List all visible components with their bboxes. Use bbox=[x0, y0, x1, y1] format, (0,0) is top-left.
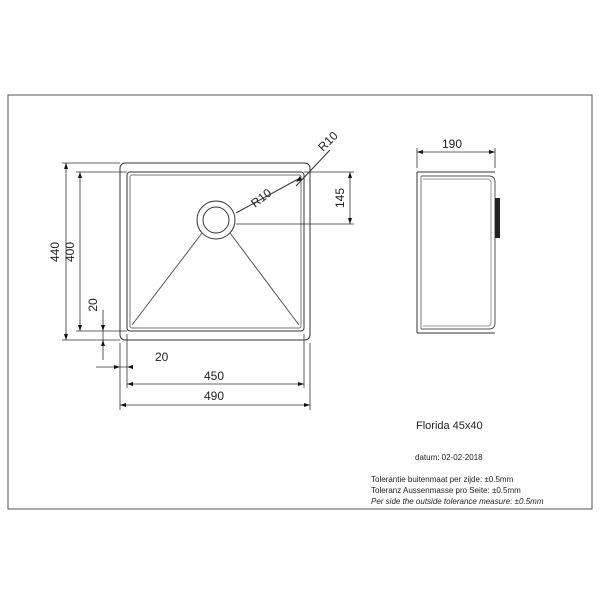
dim-depth: 190 bbox=[442, 137, 462, 151]
dim-inner-height: 400 bbox=[63, 242, 77, 262]
sink-inner-bowl bbox=[126, 171, 305, 332]
side-bowl-outline bbox=[421, 175, 496, 330]
dim-radius-outer: R10 bbox=[315, 128, 341, 154]
dim-outer-width: 490 bbox=[204, 389, 224, 403]
tolerance-en: Per side the outside tolerance measure: … bbox=[371, 497, 544, 506]
vertical-arrows bbox=[64, 163, 352, 346]
tolerance-nl: Tolerantie buitenmaat per zijde: ±0.5mm bbox=[371, 475, 514, 484]
side-arrows bbox=[417, 150, 495, 154]
dim-drain-offset: 145 bbox=[333, 188, 347, 208]
dim-outer-height: 440 bbox=[48, 242, 62, 262]
drain-outer bbox=[196, 200, 236, 240]
dim-inner-width: 450 bbox=[204, 369, 224, 383]
dim-radius-inner: R10 bbox=[248, 186, 274, 211]
sink-outer-rim bbox=[119, 162, 311, 341]
horizontal-arrows bbox=[114, 365, 310, 407]
side-view bbox=[416, 148, 496, 334]
slope-line-left bbox=[131, 232, 203, 326]
product-title: Florida 45x40 bbox=[416, 420, 483, 432]
horizontal-dimensions bbox=[96, 334, 311, 410]
dim-rim-bottom: 20 bbox=[86, 298, 100, 312]
side-drain-fitting bbox=[495, 198, 500, 238]
sink-inner-bowl-edge bbox=[129, 174, 302, 329]
r10-inner-leader bbox=[235, 177, 301, 214]
date-line: datum: 02-02-2018 bbox=[415, 453, 483, 462]
r10-outer-arrow bbox=[296, 176, 302, 182]
drain-inner bbox=[202, 206, 230, 234]
vertical-dimensions bbox=[62, 162, 354, 360]
side-bowl-inner bbox=[423, 178, 492, 327]
dim-rim-left: 20 bbox=[155, 350, 169, 364]
tolerance-de: Toleranz Aussenmasse pro Seite: ±0.5mm bbox=[371, 486, 521, 495]
slope-line-right bbox=[229, 232, 300, 326]
r10-outer-leader bbox=[295, 149, 331, 187]
drawing-frame bbox=[7, 94, 593, 510]
